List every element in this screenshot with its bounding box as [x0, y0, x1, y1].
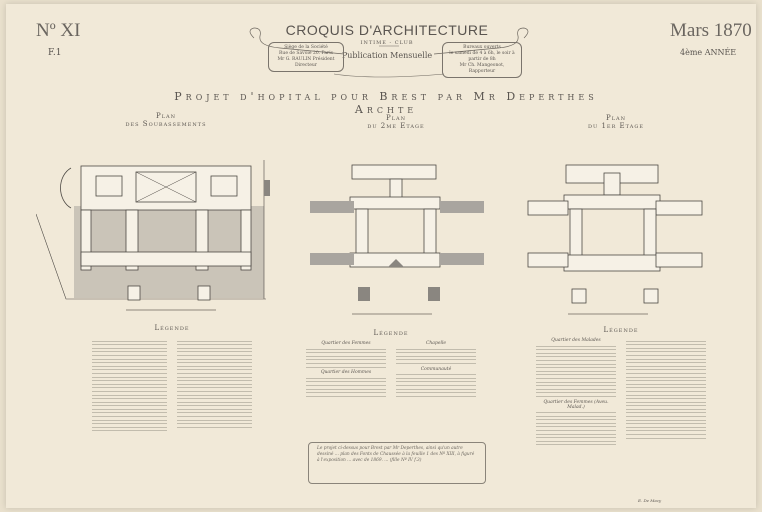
- ornament-scrollwork: [249, 27, 529, 78]
- journal-title: CROQUIS D'ARCHITECTURE: [285, 22, 489, 38]
- legend-title: Légende: [154, 324, 190, 332]
- project-note: Le projet ci-dessus pour Brest par Mr De…: [308, 442, 486, 484]
- legend-basement: Légende: [92, 324, 252, 434]
- legend-section: Quartier des Femmes: [321, 341, 371, 346]
- society-address-box: Siège de la Société Rue de Savoie 20. Pa…: [268, 42, 344, 72]
- legend-first-floor: Légende Quartier des Malades Quartier de…: [536, 326, 706, 448]
- box-line: Mr G. RAULIN Président Directeur: [277, 57, 335, 68]
- plan-label-bottom: du 2me Etage: [367, 122, 425, 130]
- legend-column: Quartier des Malades Quartier des Femmes…: [536, 338, 616, 448]
- engraver-signature: E. De Mazy: [638, 498, 662, 503]
- scale-bar: [126, 309, 216, 311]
- plan-label-bottom: du 1er Etage: [588, 122, 644, 130]
- legend-section: Quartier des Femmes (Aveu. Malad.): [543, 399, 609, 410]
- drawing-sheet: Nº XI F.1 Mars 1870 4ème ANNÉE CROQUIS D…: [6, 4, 756, 508]
- box-line: Mr Ch. Mangeonot, Rapporteur: [459, 63, 505, 74]
- first-floor-plan: [527, 164, 703, 304]
- legend-section: Quartier des Malades: [551, 338, 601, 343]
- scale-bar: [568, 313, 648, 315]
- legend-section: Chapelle: [425, 341, 447, 346]
- legend-column: [177, 338, 252, 434]
- legend-column: [626, 338, 706, 448]
- box-line: Siège de la Société: [284, 45, 328, 50]
- plan-label-bottom: des Soubassements: [125, 120, 207, 128]
- scale-bar: [352, 313, 432, 315]
- plan-label-second-floor: Plan du 2me Etage: [336, 114, 456, 130]
- plan-label-top: Plan: [385, 114, 407, 122]
- legend-column: [92, 338, 167, 434]
- legend-section: Quartier des Hommes: [320, 370, 372, 376]
- issue-number: Nº XI: [36, 20, 81, 41]
- box-line: Rue de Savoie 20. Paris: [279, 51, 333, 56]
- publication-frequency: Publication Mensuelle: [341, 51, 433, 60]
- project-title: Projet d'hopital pour Brest par Mr Deper…: [174, 90, 598, 116]
- legend-title: Légende: [373, 329, 409, 337]
- legend-column: Chapelle Communauté: [396, 341, 476, 399]
- basement-floor-plan: [36, 160, 270, 301]
- plan-label-top: Plan: [605, 114, 627, 122]
- issue-year: 4ème ANNÉE: [680, 48, 737, 57]
- legend-title: Légende: [603, 326, 639, 334]
- legend-column: Quartier des Femmes Quartier des Hommes: [306, 341, 386, 399]
- club-name: INTIME - CLUB: [360, 40, 414, 46]
- office-hours-box: Bureaux ouverts le samedi de 4 à 6h, le …: [442, 42, 522, 78]
- sheet-number: F.1: [48, 48, 62, 58]
- plan-label-top: Plan: [155, 112, 177, 120]
- box-line: le samedi de 4 à 6h, le soir à partir de…: [449, 51, 515, 62]
- legend-second-floor: Légende Quartier des Femmes Quartier des…: [306, 329, 476, 399]
- plan-label-basement: Plan des Soubassements: [106, 112, 226, 128]
- plan-label-first-floor: Plan du 1er Etage: [556, 114, 676, 130]
- legend-section: Communauté: [420, 366, 452, 372]
- second-floor-plan: [310, 164, 484, 301]
- issue-date: Mars 1870: [670, 20, 752, 41]
- box-line: Bureaux ouverts: [463, 45, 501, 50]
